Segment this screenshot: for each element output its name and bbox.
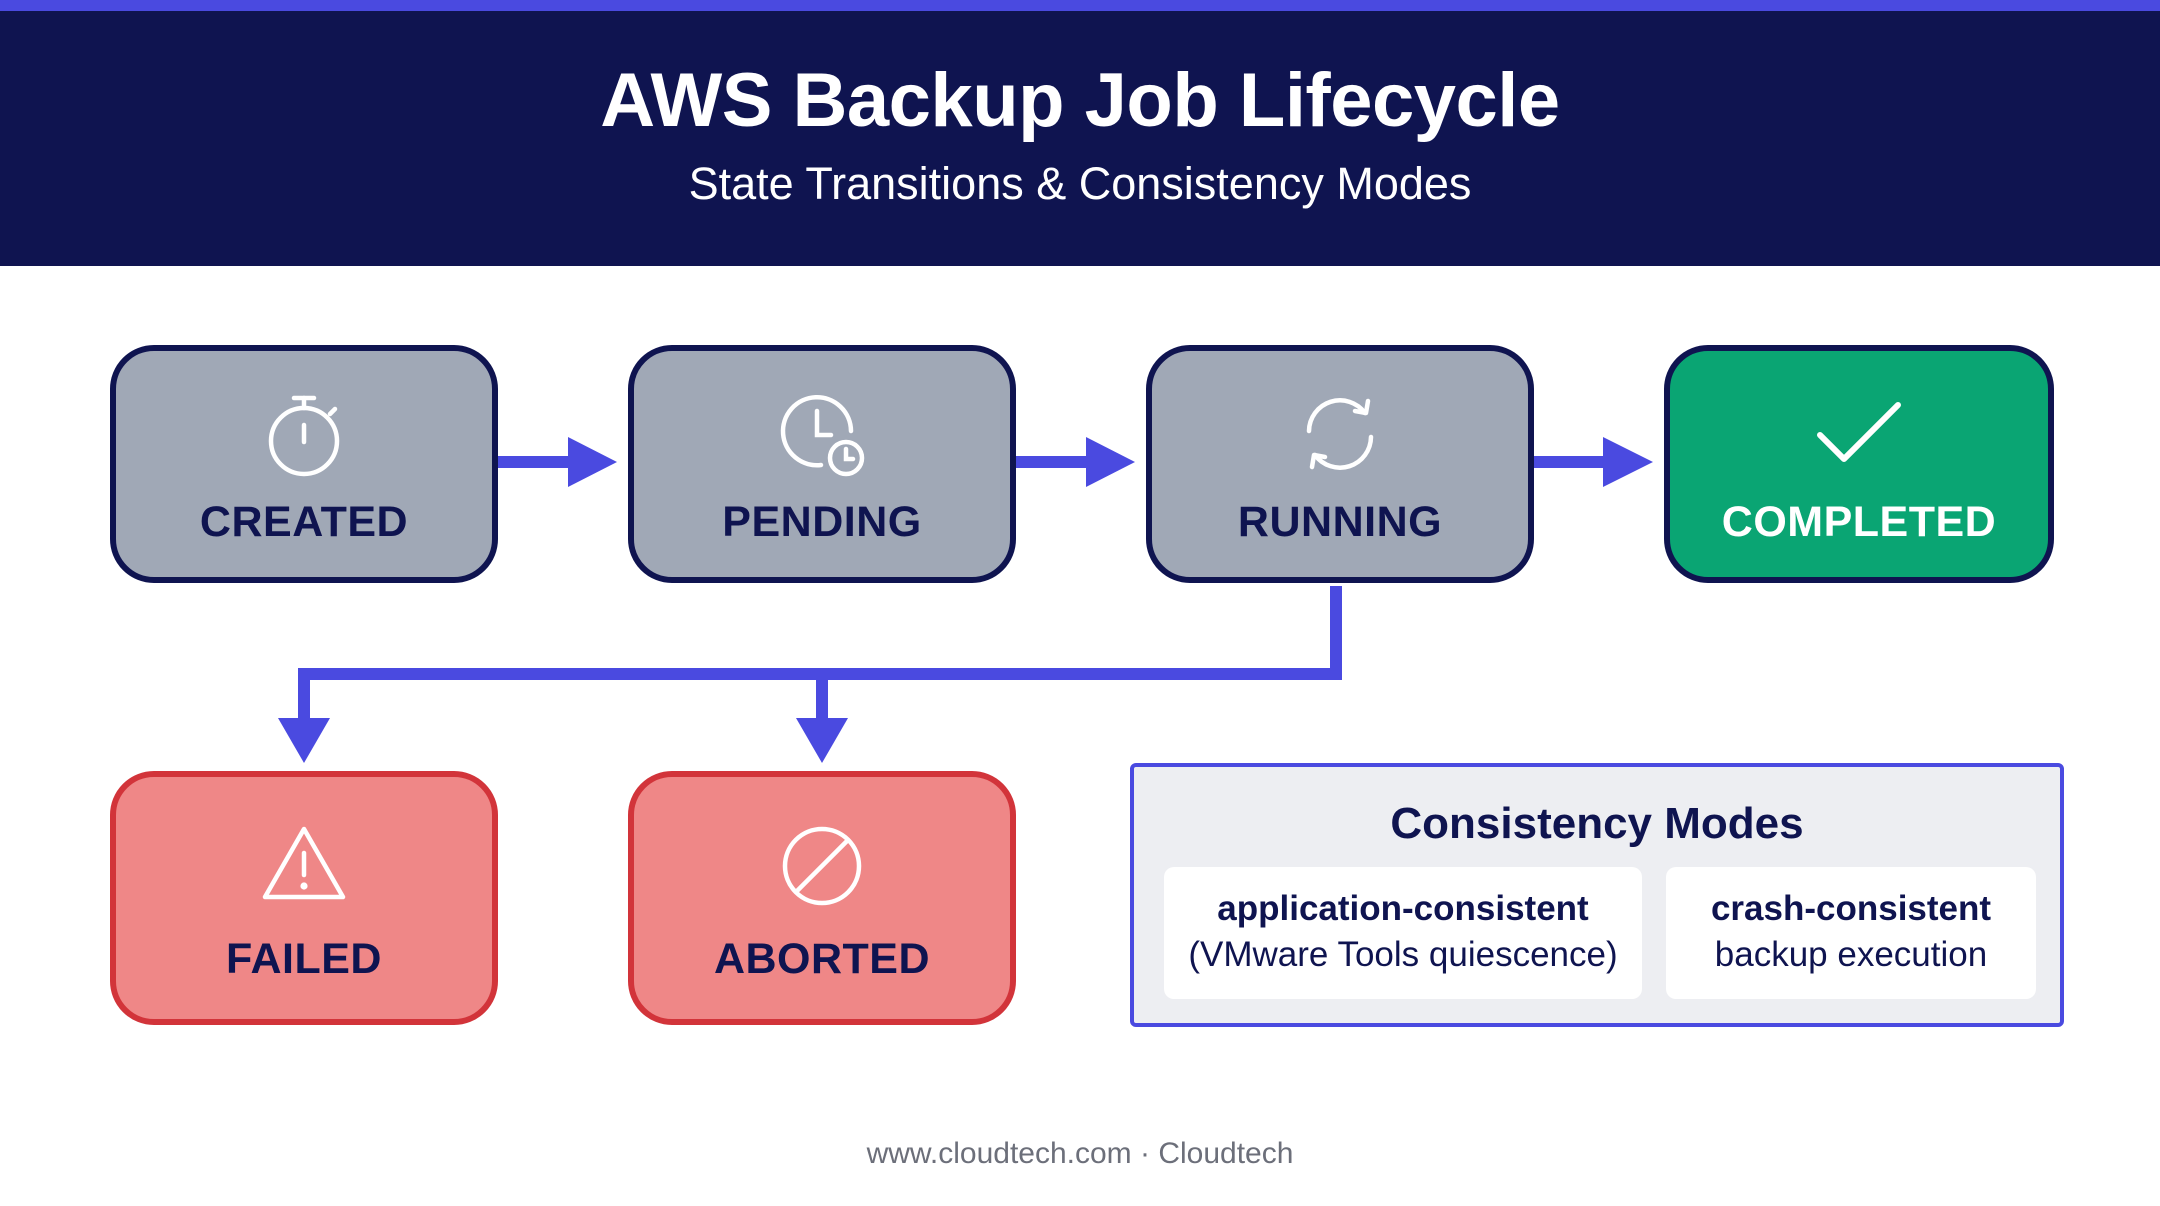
state-label: PENDING: [722, 498, 922, 546]
arrowhead-pending: [568, 437, 617, 487]
mode-name: application-consistent: [1217, 889, 1589, 928]
state-label: COMPLETED: [1721, 498, 1997, 546]
state-label: ABORTED: [713, 935, 931, 983]
state-created: CREATED: [110, 345, 498, 583]
state-pending: PENDING: [628, 345, 1016, 583]
refresh-icon: [1306, 398, 1374, 470]
clock-icon: [780, 394, 865, 477]
state-label: FAILED: [226, 935, 382, 983]
top-accent-bar: [0, 0, 2160, 11]
state-aborted: ABORTED: [628, 771, 1016, 1025]
arrowhead-aborted: [796, 718, 848, 763]
state-label: RUNNING: [1237, 498, 1443, 546]
footer-credit: www.cloudtech.com · Cloudtech: [866, 1137, 1294, 1170]
mode-description: backup execution: [1714, 935, 1988, 974]
stopwatch-icon: [268, 395, 340, 477]
mode-name: crash-consistent: [1710, 889, 1992, 928]
page-subtitle: State Transitions & Consistency Modes: [688, 158, 1472, 209]
consistency-modes-panel: Consistency Modes application-consistent…: [1130, 763, 2064, 1027]
state-completed: COMPLETED: [1664, 345, 2054, 583]
state-failed: FAILED: [110, 771, 498, 1025]
mode-card-application-consistent: application-consistent (VMware Tools qui…: [1164, 867, 1642, 999]
warning-icon: [262, 826, 346, 900]
state-running: RUNNING: [1146, 345, 1534, 583]
consistency-modes-title: Consistency Modes: [1390, 799, 1804, 848]
header-banner: [0, 11, 2160, 266]
prohibited-icon: [782, 826, 862, 906]
mode-description: (VMware Tools quiescence): [1188, 935, 1618, 974]
mode-card-crash-consistent: crash-consistent backup execution: [1666, 867, 2036, 999]
arrowhead-failed: [278, 718, 330, 763]
checkmark-icon: [1817, 402, 1901, 462]
arrowhead-completed: [1603, 437, 1653, 487]
page-title: AWS Backup Job Lifecycle: [600, 58, 1560, 143]
arrowhead-running: [1086, 437, 1135, 487]
state-label: CREATED: [199, 498, 409, 546]
